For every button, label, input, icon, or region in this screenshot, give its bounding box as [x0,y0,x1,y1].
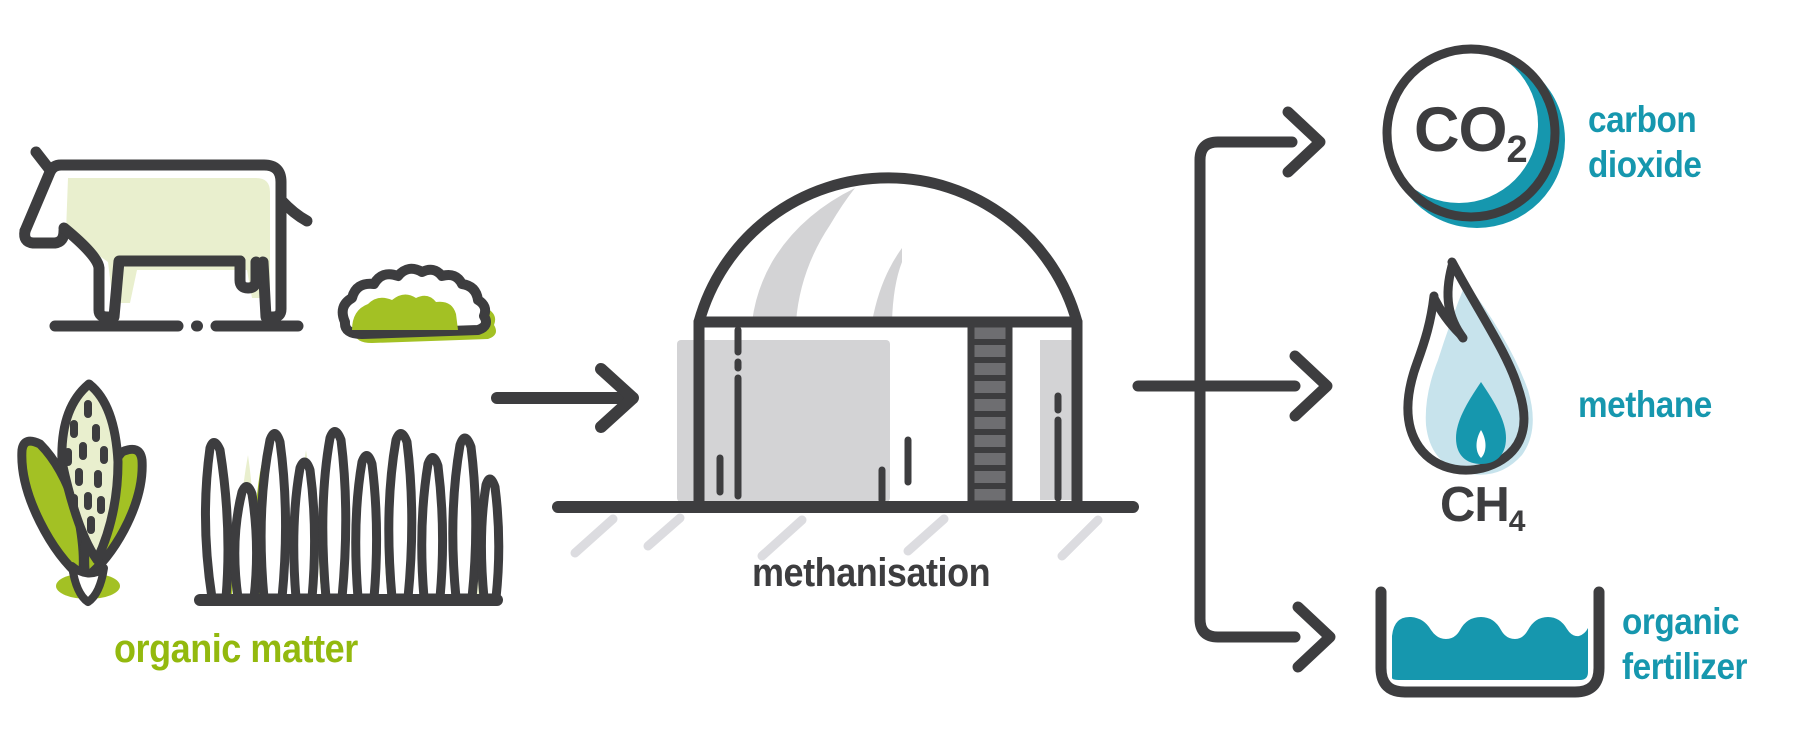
fertilizer-tank-icon [1375,586,1605,698]
methanisation-label: methanisation [752,551,991,595]
manure-pile-icon [337,263,496,343]
grass-icon [194,427,504,606]
organic-matter-label: organic matter [114,627,358,671]
co2-formula: CO2 [1414,99,1528,170]
organic-fertilizer-label-line1: organic [1622,601,1740,642]
biogas-digester-icon [552,172,1139,561]
cow-icon [19,146,313,332]
input-arrow-icon [491,363,639,433]
carbon-dioxide-label-line1: carbon [1588,99,1697,140]
organic-fertilizer-label-line2: fertilizer [1622,646,1748,687]
ch4-formula-subscript: 4 [1508,504,1526,538]
carbon-dioxide-label: carbon dioxide [1588,97,1702,187]
corn-icon [17,379,147,606]
branch-arrows-icon [1132,106,1336,673]
methane-label: methane [1578,384,1712,425]
co2-formula-subscript: 2 [1506,129,1528,172]
ch4-formula: CH4 [1440,478,1525,537]
co2-formula-base: CO [1414,95,1507,165]
organic-fertilizer-label: organic fertilizer [1622,599,1747,689]
flame-icon [1403,257,1533,475]
ch4-formula-base: CH [1440,478,1510,532]
co2-circle-icon [1380,44,1565,228]
carbon-dioxide-label-line2: dioxide [1588,144,1702,185]
